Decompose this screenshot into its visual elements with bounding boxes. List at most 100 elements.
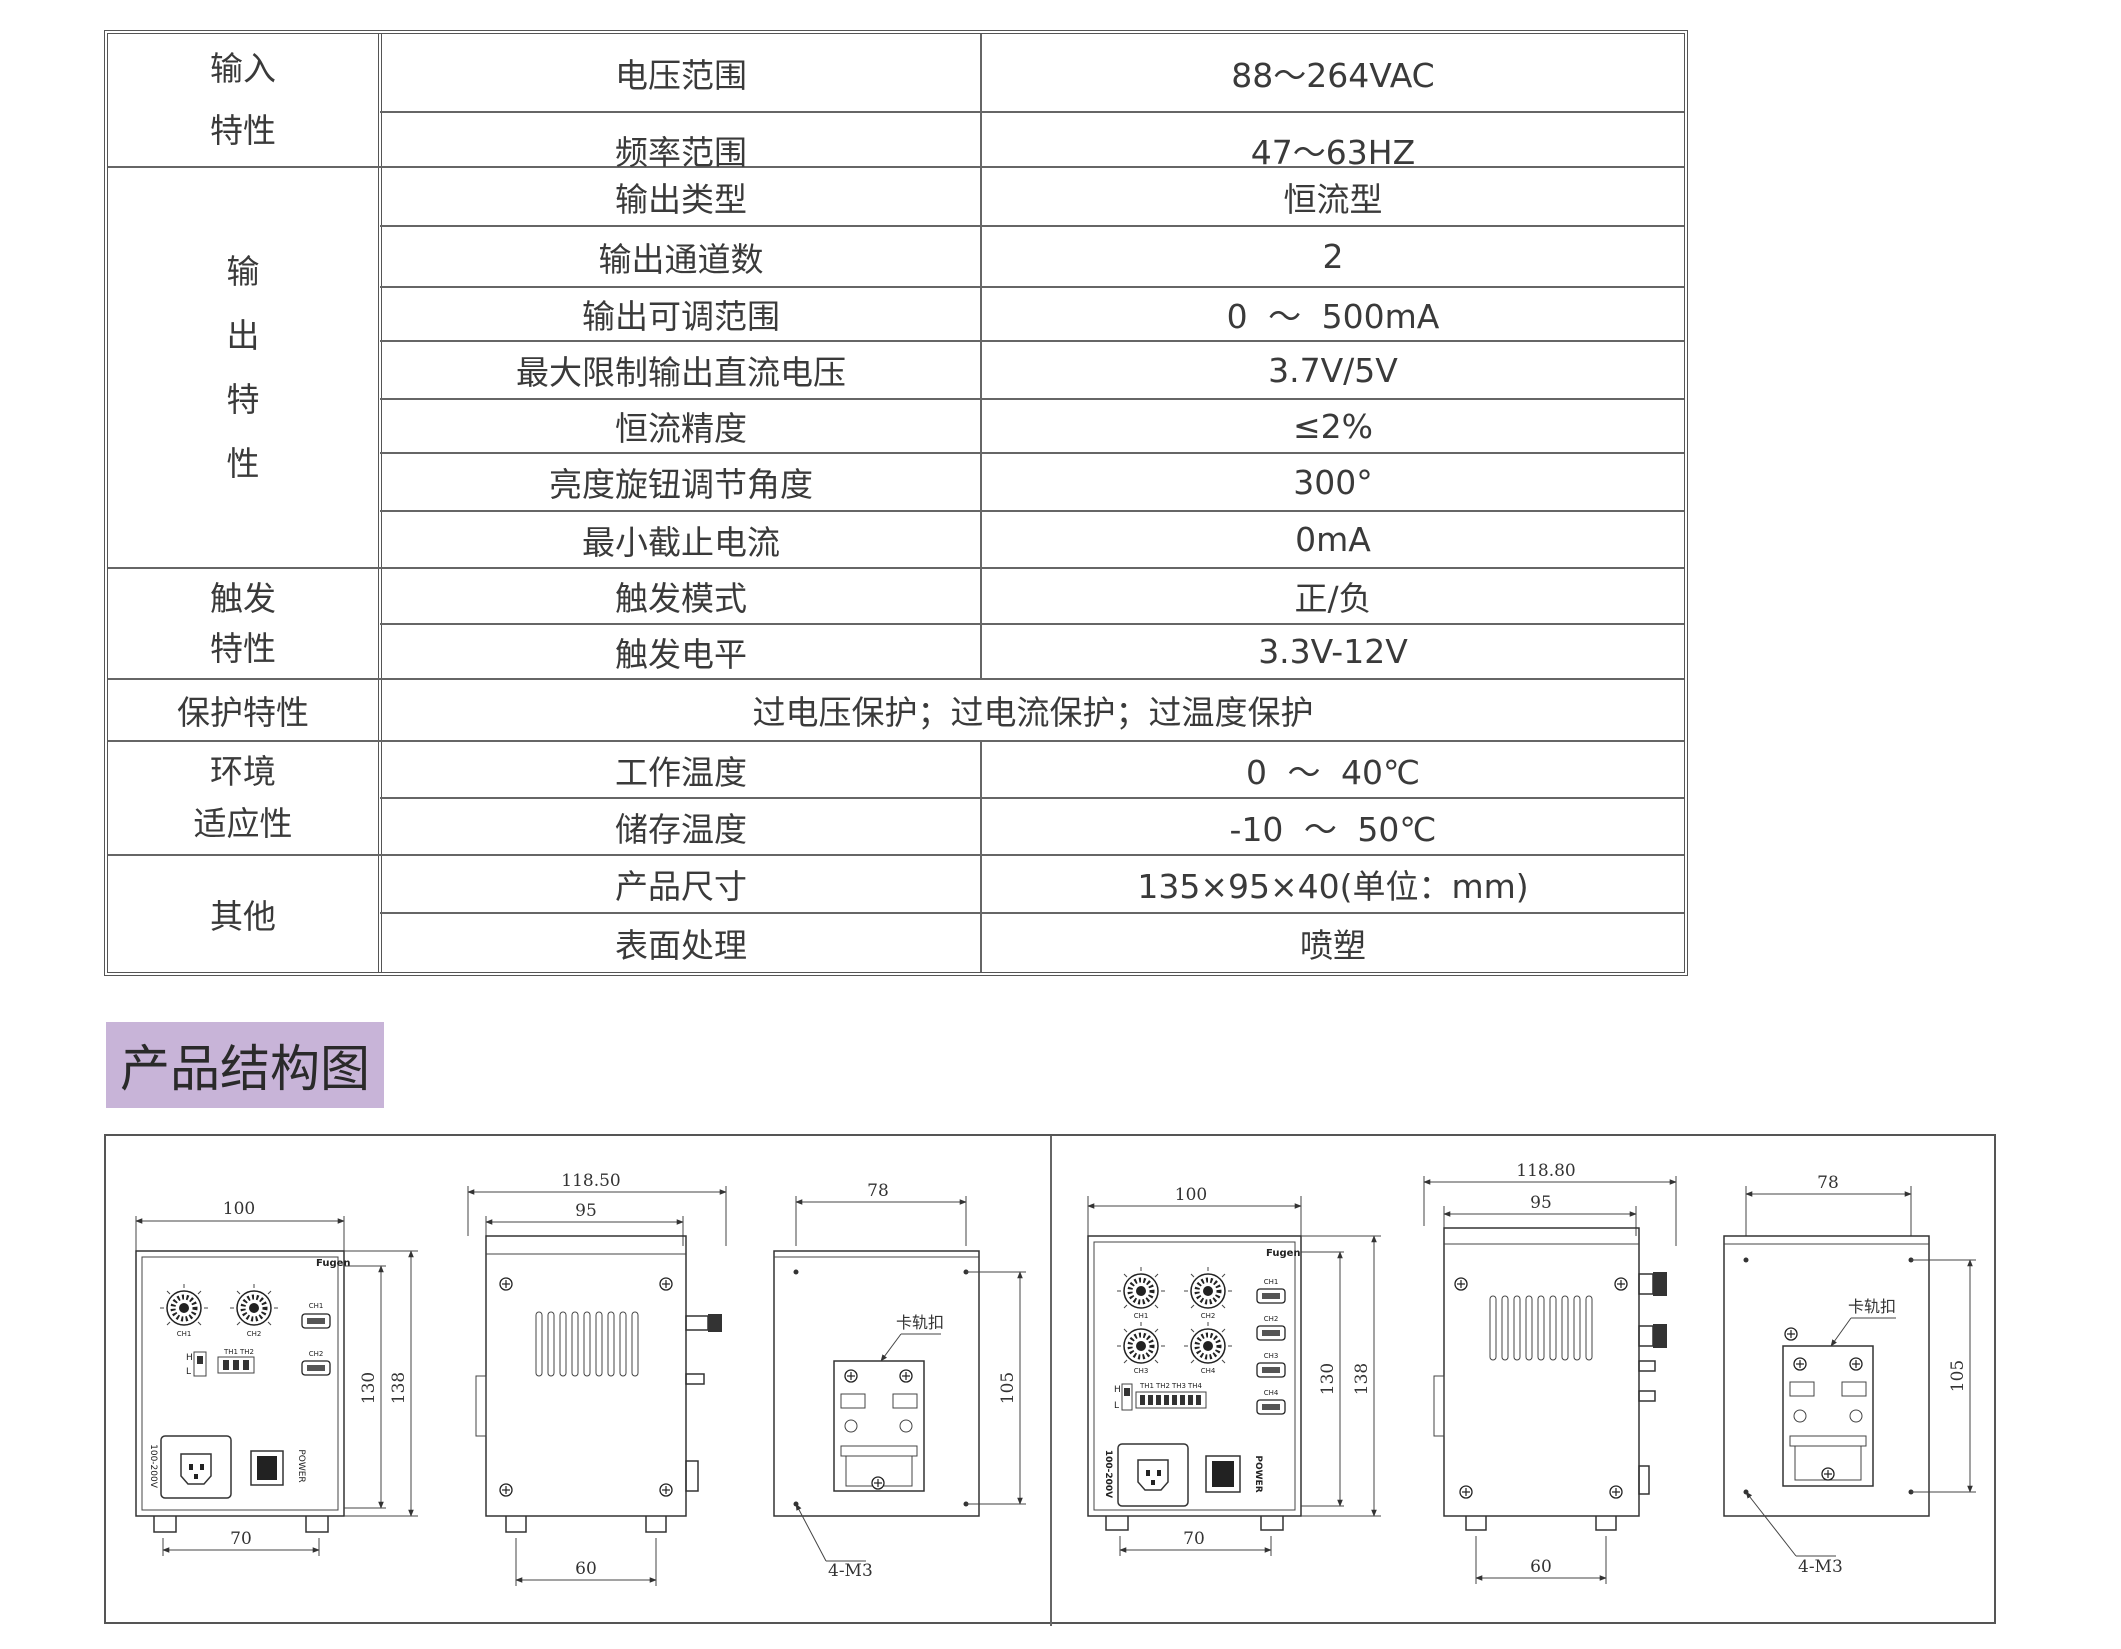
value-cell: 3.7V/5V xyxy=(1268,350,1398,390)
param-cell: 储存温度 xyxy=(615,809,747,849)
svg-text:H: H xyxy=(186,1353,193,1363)
svg-text:TH1: TH1 xyxy=(1139,1382,1154,1390)
svg-text:L: L xyxy=(1114,1401,1119,1411)
svg-text:100-200V: 100-200V xyxy=(1103,1450,1113,1498)
category-output: 输出 特性 xyxy=(226,251,260,483)
housing-front-4ch xyxy=(1087,1235,1302,1517)
vent-slots xyxy=(535,1311,639,1377)
svg-text:100-200V: 100-200V xyxy=(148,1444,158,1489)
param-cell: 输出类型 xyxy=(615,179,747,219)
housing-side-4ch xyxy=(1443,1227,1640,1517)
vent-slots xyxy=(1489,1295,1593,1361)
svg-text:TH1: TH1 xyxy=(223,1348,238,1356)
param-cell: 工作温度 xyxy=(615,752,747,792)
param-cell: 输出可调范围 xyxy=(582,297,780,336)
svg-text:70: 70 xyxy=(230,1529,252,1549)
value-cell: 3.3V-12V xyxy=(1258,632,1408,671)
svg-text:CH2: CH2 xyxy=(309,1350,324,1358)
value-cell: 135×95×40(单位：mm) xyxy=(1137,867,1529,906)
svg-text:CH2: CH2 xyxy=(1201,1312,1216,1320)
value-cell: 0 ～ 500mA xyxy=(1226,297,1440,336)
category-trigger: 触发特性 xyxy=(210,578,276,668)
svg-text:H: H xyxy=(1114,1385,1121,1395)
category-environment: 环境适应性 xyxy=(193,752,293,843)
svg-text:95: 95 xyxy=(1530,1193,1552,1213)
svg-text:CH1: CH1 xyxy=(309,1302,324,1310)
dim-label: 100 xyxy=(223,1199,255,1219)
spec-table: 输入特性 输出 特性 触发特性 保护特性 环境适应性 其他 电压范围 88～26… xyxy=(104,30,1688,976)
param-cell: 亮度旋钮调节角度 xyxy=(549,465,813,504)
product-structure-drawings: 100 Fugen CH1 CH2 CH1 CH2 H L TH1 TH2 xyxy=(104,1134,1996,1626)
svg-text:POWER: POWER xyxy=(1253,1455,1263,1492)
section-title: 产品结构图 xyxy=(106,1022,384,1108)
category-other: 其他 xyxy=(210,897,276,936)
dip-switch xyxy=(217,1356,255,1374)
value-cell: 47～63HZ xyxy=(1250,132,1416,172)
svg-text:130: 130 xyxy=(1318,1363,1338,1395)
svg-text:卡轨扣: 卡轨扣 xyxy=(1848,1297,1896,1316)
param-cell: 触发模式 xyxy=(615,579,747,618)
param-cell: 触发电平 xyxy=(615,634,747,674)
svg-text:L: L xyxy=(186,1367,191,1377)
svg-text:卡轨扣: 卡轨扣 xyxy=(896,1313,944,1332)
param-cell: 最大限制输出直流电压 xyxy=(516,353,846,392)
dip-switch xyxy=(1135,1391,1207,1409)
svg-text:CH4: CH4 xyxy=(1201,1367,1216,1375)
table-divider xyxy=(980,34,982,678)
svg-text:138: 138 xyxy=(389,1372,409,1404)
power-inlet xyxy=(160,1435,232,1499)
value-cell: 恒流型 xyxy=(1283,179,1383,219)
protection-value-cell: 过电压保护；过电流保护；过温度保护 xyxy=(752,693,1314,732)
side-view-4ch: 118.80 95 xyxy=(1423,1161,1677,1584)
svg-text:4-M3: 4-M3 xyxy=(1798,1557,1843,1577)
housing-back xyxy=(773,1250,980,1517)
svg-text:118.50: 118.50 xyxy=(561,1171,620,1191)
svg-text:4-M3: 4-M3 xyxy=(828,1561,873,1581)
value-cell: 88～264VAC xyxy=(1231,55,1435,95)
svg-text:105: 105 xyxy=(998,1372,1018,1404)
svg-text:CH4: CH4 xyxy=(1264,1389,1279,1397)
category-input: 输入特性 xyxy=(210,49,276,150)
param-cell: 输出通道数 xyxy=(598,239,764,279)
table-divider xyxy=(378,34,382,972)
front-view-2ch: 100 Fugen CH1 CH2 CH1 CH2 H L TH1 TH2 xyxy=(135,1199,418,1556)
svg-text:CH1: CH1 xyxy=(1264,1278,1279,1286)
back-view-4ch: 78 105 xyxy=(1723,1173,1976,1577)
svg-text:TH4: TH4 xyxy=(1187,1382,1203,1390)
value-cell: 0 ～ 40℃ xyxy=(1245,752,1421,792)
param-cell: 电压范围 xyxy=(615,55,747,95)
back-view-2ch: 78 105 xyxy=(773,1181,1026,1581)
value-cell: 0mA xyxy=(1295,520,1371,559)
category-protection: 保护特性 xyxy=(177,693,309,732)
svg-text:118.80: 118.80 xyxy=(1516,1161,1575,1181)
svg-text:95: 95 xyxy=(575,1201,597,1221)
svg-text:CH3: CH3 xyxy=(1264,1352,1279,1360)
svg-text:60: 60 xyxy=(575,1559,597,1579)
svg-text:60: 60 xyxy=(1530,1557,1552,1577)
value-cell: 正/负 xyxy=(1294,579,1372,618)
din-rail-clip xyxy=(1782,1345,1874,1487)
svg-text:CH2: CH2 xyxy=(1264,1315,1279,1323)
param-cell: 最小截止电流 xyxy=(582,522,780,562)
housing-back-4ch xyxy=(1723,1235,1930,1517)
value-cell: ≤2% xyxy=(1292,406,1373,446)
value-cell: 喷塑 xyxy=(1300,926,1366,965)
brand-logo-icon: Fugen xyxy=(1266,1248,1301,1259)
svg-text:TH2: TH2 xyxy=(239,1348,254,1356)
param-cell: 频率范围 xyxy=(615,132,747,172)
param-cell: 产品尺寸 xyxy=(615,867,747,906)
svg-text:TH2: TH2 xyxy=(1155,1382,1170,1390)
svg-text:TH3: TH3 xyxy=(1171,1382,1186,1390)
table-divider xyxy=(980,740,982,972)
side-view-2ch: 118.50 95 xyxy=(467,1171,727,1586)
value-cell: 300° xyxy=(1293,462,1373,502)
svg-text:100: 100 xyxy=(1175,1185,1207,1205)
front-view-4ch: 100 Fugen CH1 CH2 CH3 CH4 CH1 CH2 CH3 CH… xyxy=(1087,1185,1381,1556)
power-switch xyxy=(250,1450,284,1486)
param-cell: 表面处理 xyxy=(615,926,747,965)
power-inlet xyxy=(1117,1443,1189,1507)
power-switch xyxy=(1205,1455,1241,1493)
svg-text:CH3: CH3 xyxy=(1134,1367,1149,1375)
svg-text:CH1: CH1 xyxy=(1134,1312,1149,1320)
housing-front xyxy=(135,1250,345,1517)
